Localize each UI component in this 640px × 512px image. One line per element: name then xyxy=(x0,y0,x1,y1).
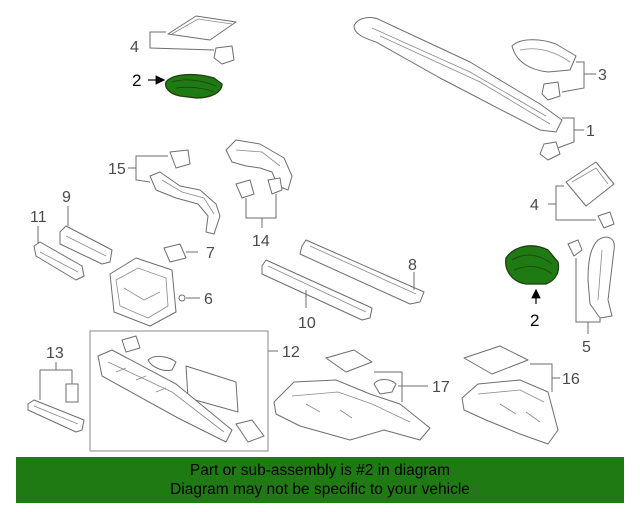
callout-7[interactable]: 7 xyxy=(206,245,215,262)
callout-4-right[interactable]: 4 xyxy=(530,197,539,214)
part-12-assembly xyxy=(89,330,278,452)
callout-9[interactable]: 9 xyxy=(62,189,71,206)
part-8-strip xyxy=(299,239,425,305)
callout-3[interactable]: 3 xyxy=(598,67,607,84)
part-4-right xyxy=(548,161,615,229)
banner-line-2: Diagram may not be specific to your vehi… xyxy=(170,481,470,498)
part-17-console xyxy=(273,349,431,441)
callout-1[interactable]: 1 xyxy=(586,123,595,140)
callout-5[interactable]: 5 xyxy=(582,339,591,356)
callout-10[interactable]: 10 xyxy=(298,315,316,332)
part-13 xyxy=(27,362,85,433)
callout-6[interactable]: 6 xyxy=(204,291,213,308)
part-9-trim xyxy=(59,206,113,265)
part-2-left-highlight[interactable] xyxy=(164,73,223,99)
part-16-console xyxy=(461,345,560,445)
callout-14[interactable]: 14 xyxy=(252,233,270,250)
parts-diagram: 4 2 1 3 15 1 xyxy=(27,15,615,452)
part-7 xyxy=(163,243,198,263)
callout-4-top[interactable]: 4 xyxy=(130,39,139,56)
callout-13[interactable]: 13 xyxy=(46,345,64,362)
part-4-top xyxy=(149,15,237,65)
part-15-bracket xyxy=(128,149,221,235)
callout-15[interactable]: 15 xyxy=(108,161,126,178)
part-6-frame xyxy=(109,257,200,327)
part-3 xyxy=(511,39,596,101)
part-10-strip xyxy=(261,259,373,321)
callout-17[interactable]: 17 xyxy=(432,379,450,396)
part-11-trim xyxy=(33,226,85,281)
callout-12[interactable]: 12 xyxy=(282,344,300,361)
callout-16[interactable]: 16 xyxy=(562,371,580,388)
part-14-bracket xyxy=(225,139,293,228)
callout-8[interactable]: 8 xyxy=(408,257,417,274)
callout-11[interactable]: 11 xyxy=(30,209,47,226)
banner-line-1: Part or sub-assembly is #2 in diagram xyxy=(189,462,451,479)
part-2-right-highlight[interactable] xyxy=(505,245,560,285)
info-banner: Part or sub-assembly is #2 in diagram Di… xyxy=(16,457,624,503)
part-5-pillar xyxy=(567,236,615,334)
part-1-crossbar xyxy=(353,17,584,161)
highlighted-part-left xyxy=(164,73,223,99)
callout-2-right[interactable]: 2 xyxy=(530,311,539,330)
callout-2-left[interactable]: 2 xyxy=(132,71,141,90)
highlighted-part-right xyxy=(505,245,560,285)
